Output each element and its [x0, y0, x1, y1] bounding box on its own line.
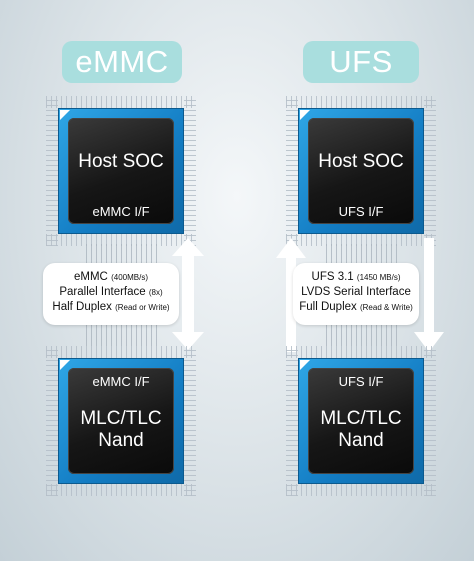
pin1-marker-icon: [60, 360, 70, 370]
emmc-duplex-line: Half Duplex (Read or Write): [43, 300, 179, 315]
link-main-text: eMMC: [74, 271, 108, 283]
link-detail-text: (8x): [148, 288, 163, 297]
emmc-speed-line: eMMC (400MB/s): [43, 270, 179, 285]
chip-interface: UFS I/F: [338, 374, 384, 389]
pin1-marker-icon: [300, 360, 310, 370]
link-detail-text: (400MB/s): [111, 273, 148, 282]
ufs-download-arrow-icon: [414, 238, 444, 352]
chip-interface: eMMC I/F: [92, 204, 150, 219]
ufs-duplex-line: Full Duplex (Read & Write): [293, 300, 419, 315]
link-main-text: Full Duplex: [299, 301, 357, 313]
emmc-title: eMMC: [62, 41, 182, 83]
chip-name: Host SOC: [318, 151, 404, 172]
pin1-marker-icon: [300, 110, 310, 120]
emmc-nand-chip: eMMC I/F MLC/TLC Nand: [46, 346, 196, 496]
link-main-text: LVDS Serial Interface: [301, 286, 411, 298]
chip-interface: eMMC I/F: [92, 374, 150, 389]
ufs-upload-arrow-icon: [276, 238, 306, 352]
emmc-host-soc-chip: Host SOC eMMC I/F: [46, 96, 196, 246]
link-detail-text: (Read & Write): [359, 303, 413, 312]
ufs-link-info-box: UFS 3.1 (1450 MB/s) LVDS Serial Interfac…: [293, 263, 419, 325]
link-main-text: Parallel Interface: [59, 286, 146, 298]
emmc-link-info-box: eMMC (400MB/s) Parallel Interface (8x) H…: [43, 263, 179, 325]
chip-name-line1: MLC/TLC: [80, 408, 162, 429]
link-detail-text: (Read or Write): [115, 303, 170, 312]
chip-name: Host SOC: [78, 151, 164, 172]
chip-die: [308, 118, 414, 224]
chip-die: [68, 368, 174, 474]
chip-interface: UFS I/F: [338, 204, 384, 219]
ufs-speed-line: UFS 3.1 (1450 MB/s): [293, 270, 419, 285]
ufs-host-soc-chip: Host SOC UFS I/F: [286, 96, 436, 246]
chip-name-line2: Nand: [98, 430, 144, 451]
chip-name-line2: Nand: [338, 430, 384, 451]
ufs-nand-chip: UFS I/F MLC/TLC Nand: [286, 346, 436, 496]
chip-die: [68, 118, 174, 224]
link-main-text: UFS 3.1: [311, 271, 354, 283]
chip-name-line1: MLC/TLC: [320, 408, 402, 429]
link-main-text: Half Duplex: [52, 301, 112, 313]
ufs-interface-line: LVDS Serial Interface: [293, 285, 419, 300]
pin1-marker-icon: [60, 110, 70, 120]
link-detail-text: (1450 MB/s): [356, 273, 401, 282]
emmc-interface-line: Parallel Interface (8x): [43, 285, 179, 300]
chip-die: [308, 368, 414, 474]
ufs-title: UFS: [303, 41, 419, 83]
emmc-bidirectional-arrow-icon: [172, 238, 204, 350]
